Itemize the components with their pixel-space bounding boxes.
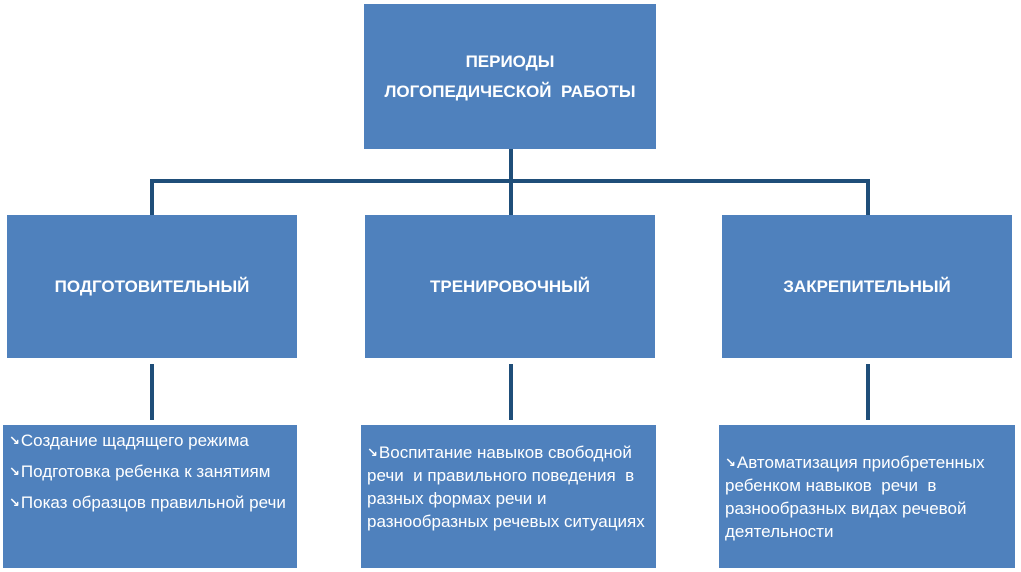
connector-title-down — [509, 149, 513, 183]
connector-to-period-1 — [150, 179, 154, 215]
detail-text: Автоматизация приобретенных ребенком нав… — [725, 453, 990, 541]
connector-period-1-details — [150, 364, 154, 420]
connector-to-period-3 — [866, 179, 870, 215]
list-item: ↘Создание щадящего режима — [9, 429, 291, 452]
detail-text: Создание щадящего режима — [20, 431, 249, 450]
connector-to-period-2 — [509, 179, 513, 215]
list-item: ↘Воспитание навыков свободной речи и пра… — [367, 441, 650, 533]
detail-text: Подготовка ребенка к занятиям — [20, 462, 271, 481]
period-label: ЗАКРЕПИТЕЛЬНЫЙ — [783, 276, 951, 296]
detail-text: Показ образцов правильной речи — [20, 493, 286, 512]
title-box: ПЕРИОДЫ ЛОГОПЕДИЧЕСКОЙ РАБОТЫ — [364, 4, 656, 149]
list-item: ↘Показ образцов правильной речи — [9, 491, 291, 514]
detail-text: Воспитание навыков свободной речи и прав… — [367, 443, 645, 531]
arrow-down-right-icon: ↘ — [367, 445, 378, 460]
arrow-down-right-icon: ↘ — [9, 495, 20, 510]
title-line-2: ЛОГОПЕДИЧЕСКОЙ РАБОТЫ — [384, 81, 636, 101]
period-label: ТРЕНИРОВОЧНЫЙ — [429, 276, 591, 296]
period-box-training: ТРЕНИРОВОЧНЫЙ — [365, 215, 655, 358]
title-line-1: ПЕРИОДЫ — [465, 51, 555, 71]
details-box-consolidating: ↘Автоматизация приобретенных ребенком на… — [719, 425, 1015, 568]
list-item: ↘Автоматизация приобретенных ребенком на… — [725, 451, 1009, 543]
arrow-down-right-icon: ↘ — [9, 464, 20, 479]
details-box-preparatory: ↘Создание щадящего режима ↘Подготовка ре… — [3, 425, 297, 568]
connector-period-3-details — [866, 364, 870, 420]
period-label: ПОДГОТОВИТЕЛЬНЫЙ — [54, 276, 250, 296]
arrow-down-right-icon: ↘ — [725, 455, 736, 470]
list-item: ↘Подготовка ребенка к занятиям — [9, 460, 291, 483]
period-box-consolidating: ЗАКРЕПИТЕЛЬНЫЙ — [722, 215, 1012, 358]
period-box-preparatory: ПОДГОТОВИТЕЛЬНЫЙ — [7, 215, 297, 358]
connector-period-2-details — [509, 364, 513, 420]
details-box-training: ↘Воспитание навыков свободной речи и пра… — [361, 425, 656, 568]
arrow-down-right-icon: ↘ — [9, 433, 20, 448]
